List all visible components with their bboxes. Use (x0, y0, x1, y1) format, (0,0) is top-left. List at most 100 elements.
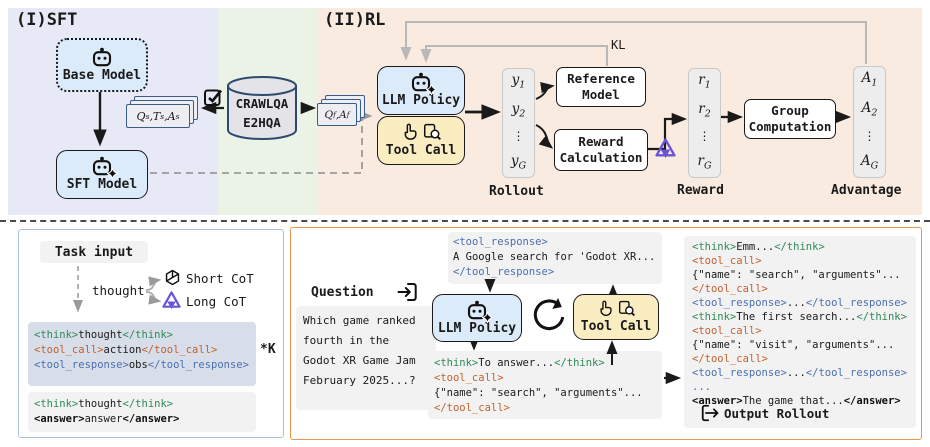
math-var: Q (136, 109, 146, 123)
code-line: <think>Emm...</think> (692, 240, 907, 254)
math-subscript: f (333, 110, 336, 119)
arrow-rollout-to-reference (535, 82, 555, 100)
code-segment: {"name": "search", "arguments"... (692, 269, 901, 281)
arrow-advantage-to-policy (400, 21, 867, 64)
code-segment: <answer> (692, 395, 743, 407)
code-line: {"name": "search", "arguments"... (692, 268, 907, 282)
code-segment: <tool_call> (34, 344, 104, 356)
code-segment: </tool_call> (434, 402, 510, 414)
code-line: {"name": "visit", "arguments"... (692, 338, 907, 352)
tool-call-label: Tool Call (580, 318, 652, 334)
tool-call-box: Tool Call (377, 116, 465, 165)
llm-policy-box-example: LLM Policy (432, 294, 522, 342)
code-segment: ... (786, 367, 806, 379)
reference-model-box: Reference Model (556, 67, 646, 107)
code-segment: obs (128, 359, 148, 371)
code-line: <tool_response>obs</tool_response> (34, 358, 249, 373)
code-segment: thought (78, 398, 123, 410)
short-cot-label: Short CoT (186, 271, 254, 286)
code-line: <tool_response> (453, 235, 655, 250)
question-box: Which game ranked fourth in the Godot XR… (296, 306, 436, 410)
code-segment: <think> (692, 311, 737, 323)
code-segment: <think> (692, 241, 737, 253)
openai-icon (164, 269, 181, 290)
column-cell: ⋮ (698, 129, 711, 144)
task-input-box: Task input (40, 241, 148, 263)
column-cell: y1 (511, 72, 526, 91)
code-line: <think>The first search...</think> (692, 310, 907, 324)
reward-calculation-line2: Calculation (559, 150, 643, 165)
final-template-code: <think>thought</think><answer>answer</an… (34, 397, 179, 427)
code-segment: </tool_response> (805, 367, 907, 379)
tool-call-label: Tool Call (385, 142, 457, 158)
math-var: ,A (164, 109, 176, 123)
llm-policy-label: LLM Policy (381, 93, 461, 109)
code-line: <tool_call> (434, 371, 643, 386)
code-segment: <tool_call> (434, 372, 504, 384)
column-cell: AG (860, 152, 879, 172)
output-rollout-code: <think>Emm...</think><tool_call>{"name":… (692, 240, 907, 408)
code-segment: </think> (774, 241, 825, 253)
math-var: ,A (335, 108, 347, 121)
question-line: Godot XR Game Jam (303, 354, 416, 367)
code-segment: action (103, 344, 142, 356)
loop-template-block (28, 322, 256, 386)
robot-sparkle-icon (409, 71, 437, 96)
code-segment: Emm... (736, 241, 775, 253)
code-line: <tool_response>...</tool_response> (692, 296, 907, 310)
code-segment: </tool_call> (141, 344, 218, 356)
magnifier-doc-icon (618, 300, 635, 317)
code-segment: <tool_response> (34, 359, 129, 371)
llm-policy-box: LLM Policy (377, 66, 465, 115)
code-segment: ... (786, 297, 806, 309)
code-line: <think>thought</think> (34, 328, 249, 343)
code-segment: </answer> (122, 413, 180, 425)
code-segment: To answer... (478, 357, 555, 369)
base-model-label: Base Model (62, 67, 142, 83)
code-line: <tool_call>action</tool_call> (34, 343, 249, 358)
code-segment: </think> (554, 357, 605, 369)
code-segment: answer (84, 413, 123, 425)
arrow-thought-to-short-cot (145, 276, 162, 291)
column-cell: ⋮ (512, 129, 525, 144)
code-line: {"name": "search", "arguments"... (434, 386, 643, 401)
group-computation-line1: Group (771, 102, 809, 118)
column-cell: A1 (861, 70, 878, 89)
code-segment: <answer> (34, 413, 85, 425)
question-line: February 2025...? (303, 374, 416, 387)
llm-policy-label: LLM Policy (437, 320, 517, 336)
robot-icon (90, 46, 114, 67)
group-computation-line2: Computation (748, 119, 832, 134)
code-segment: <tool_call> (692, 325, 762, 337)
code-line: A Google search for 'Godot XR... (453, 250, 655, 265)
arrow-thought-to-long-cot (145, 291, 162, 305)
sparkle-icon (482, 311, 493, 323)
base-model-box: Base Model (56, 38, 148, 92)
code-segment: <tool_response> (692, 297, 787, 309)
repeat-k-label: *K (260, 342, 276, 357)
rollout-caption: Rollout (489, 184, 544, 199)
code-segment: {"name": "search", "arguments"... (434, 387, 643, 399)
code-segment: <think> (434, 357, 479, 369)
column-cell: r2 (698, 101, 711, 120)
question-line: Which game ranked (303, 314, 416, 327)
column-cell: A2 (861, 99, 878, 119)
code-segment: </think> (122, 329, 174, 341)
code-line: <think>To answer...</think> (434, 356, 643, 371)
code-segment: </tool_response> (805, 297, 907, 309)
think-block-code: <think>To answer...</think><tool_call>{"… (434, 356, 643, 416)
hand-pointer-icon (599, 300, 612, 316)
code-segment: <tool_response> (692, 367, 787, 379)
arrow-kl-reference-to-policy (420, 45, 608, 66)
long-cot-label: Long CoT (186, 294, 247, 309)
code-line: <tool_call> (692, 324, 907, 338)
code-segment: <tool_response> (453, 236, 548, 248)
code-line: </tool_call> (692, 282, 907, 296)
loop-template-code: <think>thought</think><tool_call>action<… (34, 328, 249, 373)
rl-section-title: (II)RL (324, 10, 386, 30)
sft-section-title: (I)SFT (16, 10, 78, 30)
code-segment: <think> (34, 329, 79, 341)
